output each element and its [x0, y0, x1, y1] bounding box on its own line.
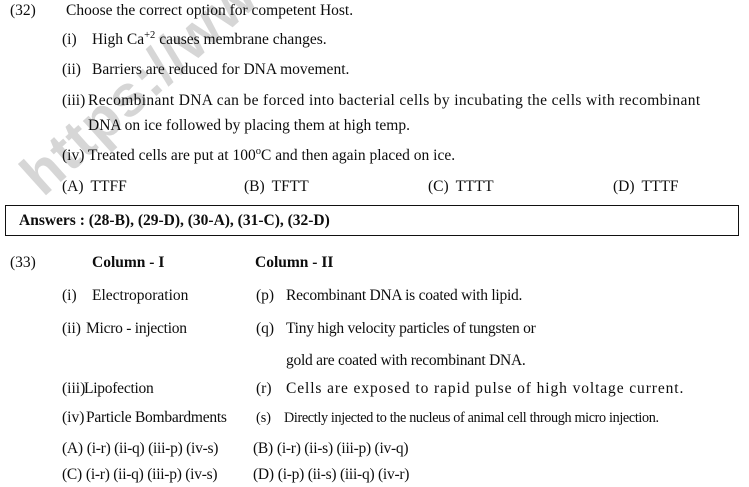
question-33-number: (33) — [10, 254, 36, 271]
q33-option-d-value: (i-p) (ii-s) (iii-q) (iv-r) — [277, 466, 410, 483]
column-two-item-q: (q) Tiny high velocity particles of tung… — [256, 320, 536, 338]
column-two-marker-s: (s) — [256, 410, 271, 426]
answers-box: Answers : (28-B), (29-D), (30-A), (31-C)… — [5, 205, 739, 236]
column-two-text-r: Cells are exposed to rapid pulse of high… — [286, 380, 685, 397]
question-32-option-c[interactable]: (C) TTTT — [428, 178, 494, 196]
question-33-option-c[interactable]: (C) (i-r) (ii-q) (iii-p) (iv-s) — [62, 466, 218, 484]
statement-i-superscript: +2 — [144, 30, 156, 41]
q33-option-a-value: (i-r) (ii-q) (iii-p) (iv-s) — [86, 440, 219, 457]
option-b-label: (B) — [244, 178, 265, 195]
statement-iii-continuation-text: DNA on ice followed by placing them at h… — [88, 117, 410, 134]
statement-text-ii: Barriers are reduced for DNA movement. — [92, 61, 350, 78]
question-32-statement-iv: (iv) Treated cells are put at 100oC and … — [62, 146, 455, 165]
column-one-marker-iii: (iii) — [62, 380, 86, 397]
statement-marker-ii: (ii) — [62, 61, 81, 78]
statement-iv-part1: Treated cells are put at 100 — [88, 147, 256, 165]
q33-option-b-value: (i-r) (ii-s) (iii-p) (iv-q) — [276, 440, 409, 457]
column-one-text-ii: Micro - injection — [86, 320, 187, 337]
statement-text-iii: Recombinant DNA can be forced into bacte… — [88, 92, 701, 109]
column-one-item-i: (i) Electroporation — [62, 287, 188, 305]
statement-marker-i: (i) — [62, 31, 77, 49]
column-two-heading-row: Column - II — [255, 254, 333, 272]
option-b-value: TFTT — [271, 178, 309, 195]
q33-option-b-label: (B) — [253, 440, 273, 457]
column-one-item-iii: (iii) Lipofection — [62, 380, 154, 398]
question-32-option-d[interactable]: (D) TTTF — [613, 178, 679, 196]
option-d-label: (D) — [613, 178, 635, 195]
column-two-text-q: Tiny high velocity particles of tungsten… — [286, 320, 536, 337]
column-two-text-p: Recombinant DNA is coated with lipid. — [286, 287, 523, 304]
column-two-heading: Column - II — [255, 254, 334, 271]
question-32-option-b[interactable]: (B) TFTT — [244, 178, 309, 196]
statement-i-part2: causes membrane changes. — [155, 31, 327, 49]
question-32-option-a[interactable]: (A) TTFF — [62, 178, 127, 196]
question-33-option-a[interactable]: (A) (i-r) (ii-q) (iii-p) (iv-s) — [62, 440, 218, 458]
column-two-text-s: Directly injected to the nucleus of anim… — [284, 410, 659, 426]
q33-option-a-label: (A) — [62, 440, 83, 457]
q33-option-c-value: (i-r) (ii-q) (iii-p) (iv-s) — [85, 466, 218, 483]
column-two-q-continuation-text: gold are coated with recombinant DNA. — [286, 352, 526, 369]
option-a-value: TTFF — [90, 178, 127, 195]
column-two-item-r: (r) Cells are exposed to rapid pulse of … — [256, 380, 684, 398]
column-one-item-ii: (ii) Micro - injection — [62, 320, 187, 338]
column-two-item-s: (s) Directly injected to the nucleus of … — [256, 410, 659, 427]
question-32-statement-iii: (iii) Recombinant DNA can be forced into… — [62, 92, 700, 110]
column-two-item-q-continuation: gold are coated with recombinant DNA. — [286, 352, 526, 370]
column-one-heading: Column - I — [92, 254, 165, 271]
column-one-marker-ii: (ii) — [62, 320, 81, 337]
column-two-marker-r: (r) — [256, 380, 272, 397]
question-32-statement-i: (i) High Ca+2 causes membrane changes. — [62, 30, 327, 49]
question-32-statement-iii-continuation: DNA on ice followed by placing them at h… — [88, 117, 410, 135]
column-one-item-iv: (iv) Particle Bombardments — [62, 409, 227, 427]
statement-iv-part2: C and then again placed on ice. — [261, 147, 456, 165]
q33-option-c-label: (C) — [62, 466, 82, 483]
column-two-item-p: (p) Recombinant DNA is coated with lipid… — [256, 287, 522, 305]
option-a-label: (A) — [62, 178, 84, 195]
question-33-heading-row: (33) Column - I — [10, 254, 164, 272]
column-one-marker-i: (i) — [62, 287, 77, 304]
column-one-text-iv: Particle Bombardments — [86, 409, 227, 426]
option-c-label: (C) — [428, 178, 449, 195]
q33-option-d-label: (D) — [253, 466, 274, 483]
question-32-stem: Choose the correct option for competent … — [66, 2, 354, 19]
column-two-marker-q: (q) — [256, 320, 275, 337]
option-d-value: TTTF — [641, 178, 679, 195]
statement-text-i: High Ca+2 causes membrane changes. — [92, 30, 327, 49]
statement-marker-iv: (iv) — [62, 147, 85, 165]
statement-text-iv: Treated cells are put at 100oC and then … — [88, 146, 455, 165]
column-two-marker-p: (p) — [256, 287, 275, 304]
answers-text: Answers : (28-B), (29-D), (30-A), (31-C)… — [19, 211, 330, 229]
question-33-option-b[interactable]: (B) (i-r) (ii-s) (iii-p) (iv-q) — [253, 440, 409, 458]
question-32-number: (32) — [10, 2, 36, 19]
statement-iv-superscript: o — [255, 146, 261, 157]
column-one-text-i: Electroporation — [92, 287, 189, 304]
question-32-statement-ii: (ii) Barriers are reduced for DNA moveme… — [62, 61, 349, 79]
statement-marker-iii: (iii) — [62, 92, 86, 109]
column-one-marker-iv: (iv) — [62, 409, 85, 426]
question-32-stem-row: (32) Choose the correct option for compe… — [10, 2, 353, 20]
statement-i-part1: High Ca — [92, 31, 145, 49]
question-33-option-d[interactable]: (D) (i-p) (ii-s) (iii-q) (iv-r) — [253, 466, 409, 484]
column-one-text-iii: Lipofection — [84, 380, 154, 397]
option-c-value: TTTT — [455, 178, 494, 195]
